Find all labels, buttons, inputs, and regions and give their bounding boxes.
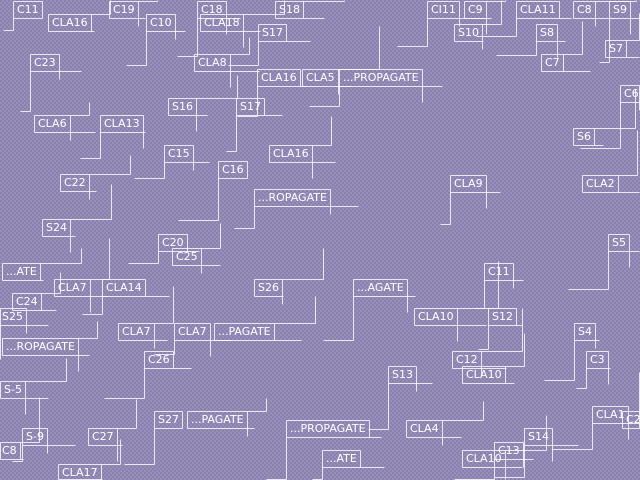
node-label: CI11 [431,3,456,16]
node-label: C9 [468,3,483,16]
node-label: CLA14 [106,281,142,294]
node-label: CLA16 [261,71,297,84]
node-label: C19 [113,3,135,16]
node-label: S16 [172,100,193,113]
node-label: ...ROPAGATE [6,340,75,353]
node-label: CLA7 [178,325,207,338]
node-label: C25 [176,250,198,263]
node-label: S25 [2,310,23,323]
node-label: CLA1 [596,408,625,421]
node-label: S4 [578,325,592,338]
node-label: CLA6 [38,117,67,130]
node-label: ...ATE [326,452,357,465]
node-label: S14 [528,430,549,443]
node-label: C10 [150,16,172,29]
node-label: S10 [458,26,479,39]
node-label: CLA2 [586,177,615,190]
node-label: C22 [64,176,86,189]
node-label: C8 [577,3,592,16]
node-label: S6 [577,130,591,143]
node-label: C8 [2,444,17,457]
node-label: C27 [92,430,114,443]
node-label: CLA13 [104,117,140,130]
node-label: ...PAGATE [191,413,244,426]
node-label: C12 [456,353,478,366]
node-label: C11 [488,265,510,278]
node-label: CLA10 [466,452,502,465]
node-label: S17 [262,26,283,39]
node-label: C23 [34,56,56,69]
node-label: ...ATE [6,265,37,278]
node-label: CLA7 [122,325,151,338]
node-label: C20 [162,236,184,249]
node-label: ...PAGATE [218,325,271,338]
node-label: S12 [492,310,513,323]
node-label: C13 [498,444,520,457]
node-label: CLA11 [520,3,556,16]
node-label: S-5 [4,383,22,396]
node-label: CLA4 [410,422,439,435]
node-label: S13 [392,368,413,381]
node-label: CLA17 [62,466,98,479]
node-label: ...PROPAGATE [343,71,419,84]
node-label: CLA9 [454,177,483,190]
node-label: C7 [545,56,560,69]
node-label: S8 [540,26,554,39]
node-label: CLA18 [204,16,240,29]
node-label: CLA16 [52,16,88,29]
node-label: C16 [222,163,244,176]
node-label: C6 [624,87,639,100]
node-label: S9 [613,3,627,16]
node-label: S17 [240,100,261,113]
node-label: CLA16 [273,147,309,160]
node-label: CLA10 [418,310,454,323]
node-label: C24 [16,295,38,308]
node-label: S5 [612,236,626,249]
node-label: CLA8 [198,56,227,69]
node-label: ...PROPAGATE [290,422,366,435]
node-label: CLA7 [58,281,87,294]
node-label: C26 [148,353,170,366]
node-label: S7 [609,42,623,55]
node-label: C3 [590,353,605,366]
node-label: ...AGATE [357,281,404,294]
node-label: S-9 [26,430,44,443]
node-label: C15 [168,147,190,160]
node-label: S27 [158,413,179,426]
node-label: CLA10 [466,368,502,381]
node-label: C2 [626,413,640,426]
node-label: S18 [279,3,300,16]
node-label: C18 [201,3,223,16]
node-label: S24 [46,221,67,234]
node-label: C11 [17,3,39,16]
node-label: S26 [258,281,279,294]
node-label: CLA5 [306,71,335,84]
node-label: ...ROPAGATE [258,191,327,204]
